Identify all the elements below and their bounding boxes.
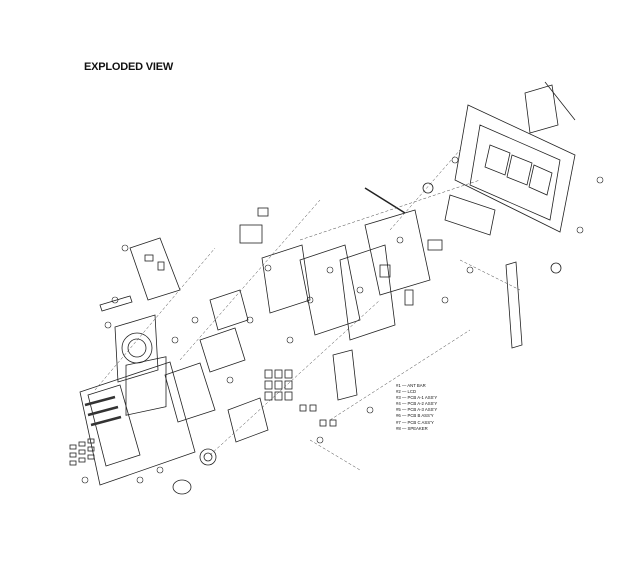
legend-item: #1 — ANT BAR <box>396 383 426 388</box>
pcb-right <box>364 209 443 296</box>
speaker <box>114 314 159 383</box>
battery-cover <box>444 194 496 236</box>
rear-cabinet <box>454 104 576 233</box>
parts-legend: #1 — ANT BAR #2 — LCD #3 — PCB A-1 ASS'Y… <box>396 383 437 432</box>
legend-item: #6 — PCB B ASS'Y <box>396 413 434 419</box>
ant-bar <box>505 261 523 349</box>
legend-item: #7 — PCB C ASS'Y <box>396 419 434 425</box>
key-sheet <box>332 349 358 401</box>
front-cabinet <box>69 356 196 486</box>
tuning-knob <box>199 448 217 466</box>
button-matrix <box>264 369 337 427</box>
keypad-buttons <box>69 438 95 466</box>
legend-item: #5 — PCB A-3 ASS'Y <box>396 407 438 413</box>
o-ring <box>172 479 192 495</box>
pcb-left <box>129 237 181 301</box>
legend-item: #2 — LCD <box>396 389 417 395</box>
legend-item: #3 — PCB A-1 ASS'Y <box>396 395 438 401</box>
legend-item: #4 — PCB A-2 ASS'Y <box>396 401 438 407</box>
legend-item: #8 — SPEAKER <box>396 425 428 431</box>
diagram-title: EXPLODED VIEW <box>84 61 174 73</box>
lcd-frame <box>164 362 216 423</box>
pcb-middle <box>261 244 414 341</box>
